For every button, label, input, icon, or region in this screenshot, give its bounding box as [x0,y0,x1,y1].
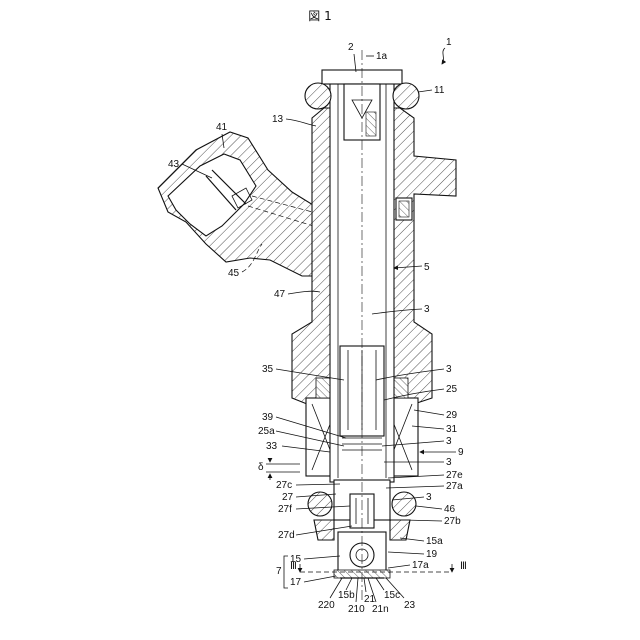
section-label-right: Ⅲ [460,561,467,572]
label-15a: 15a [426,536,443,547]
label-25: 25 [446,384,458,395]
label-1: 1 [446,37,452,48]
label-220: 220 [318,600,335,611]
label-17: 17 [290,577,302,588]
label-3-upper: 3 [424,304,430,315]
label-39: 39 [262,412,274,423]
label-27e: 27e [446,470,463,481]
label-3-low: 3 [446,436,452,447]
label-29: 29 [446,410,458,421]
label-2: 2 [348,42,354,53]
label-3-ring: 3 [426,492,432,503]
label-27b: 27b [444,516,461,527]
label-23: 23 [404,600,416,611]
label-47: 47 [274,289,286,300]
label-delta: δ [258,462,264,473]
label-13: 13 [272,114,284,125]
connector-housing [158,132,320,276]
label-7: 7 [276,566,282,577]
label-210: 210 [348,604,365,615]
label-9: 9 [458,447,464,458]
label-1a: 1a [376,51,388,62]
label-21n: 21n [372,604,389,615]
label-5: 5 [424,262,430,273]
label-15c: 15c [384,590,400,601]
figure-title: 図 1 [308,9,331,23]
label-27: 27 [282,492,294,503]
label-17a: 17a [412,560,429,571]
label-27c: 27c [276,480,292,491]
leader-1 [442,48,445,64]
label-31: 31 [446,424,458,435]
label-3-inner: 3 [446,457,452,468]
label-27d: 27d [278,530,295,541]
label-27a: 27a [446,481,463,492]
label-25a: 25a [258,426,275,437]
label-15: 15 [290,554,302,565]
label-45: 45 [228,268,240,279]
label-33: 33 [266,441,278,452]
label-46: 46 [444,504,456,515]
label-43: 43 [168,159,180,170]
label-41: 41 [216,122,228,133]
label-35: 35 [262,364,274,375]
label-11: 11 [434,85,445,96]
label-27f: 27f [278,504,292,515]
label-19: 19 [426,549,438,560]
label-3-mid: 3 [446,364,452,375]
label-15b: 15b [338,590,355,601]
